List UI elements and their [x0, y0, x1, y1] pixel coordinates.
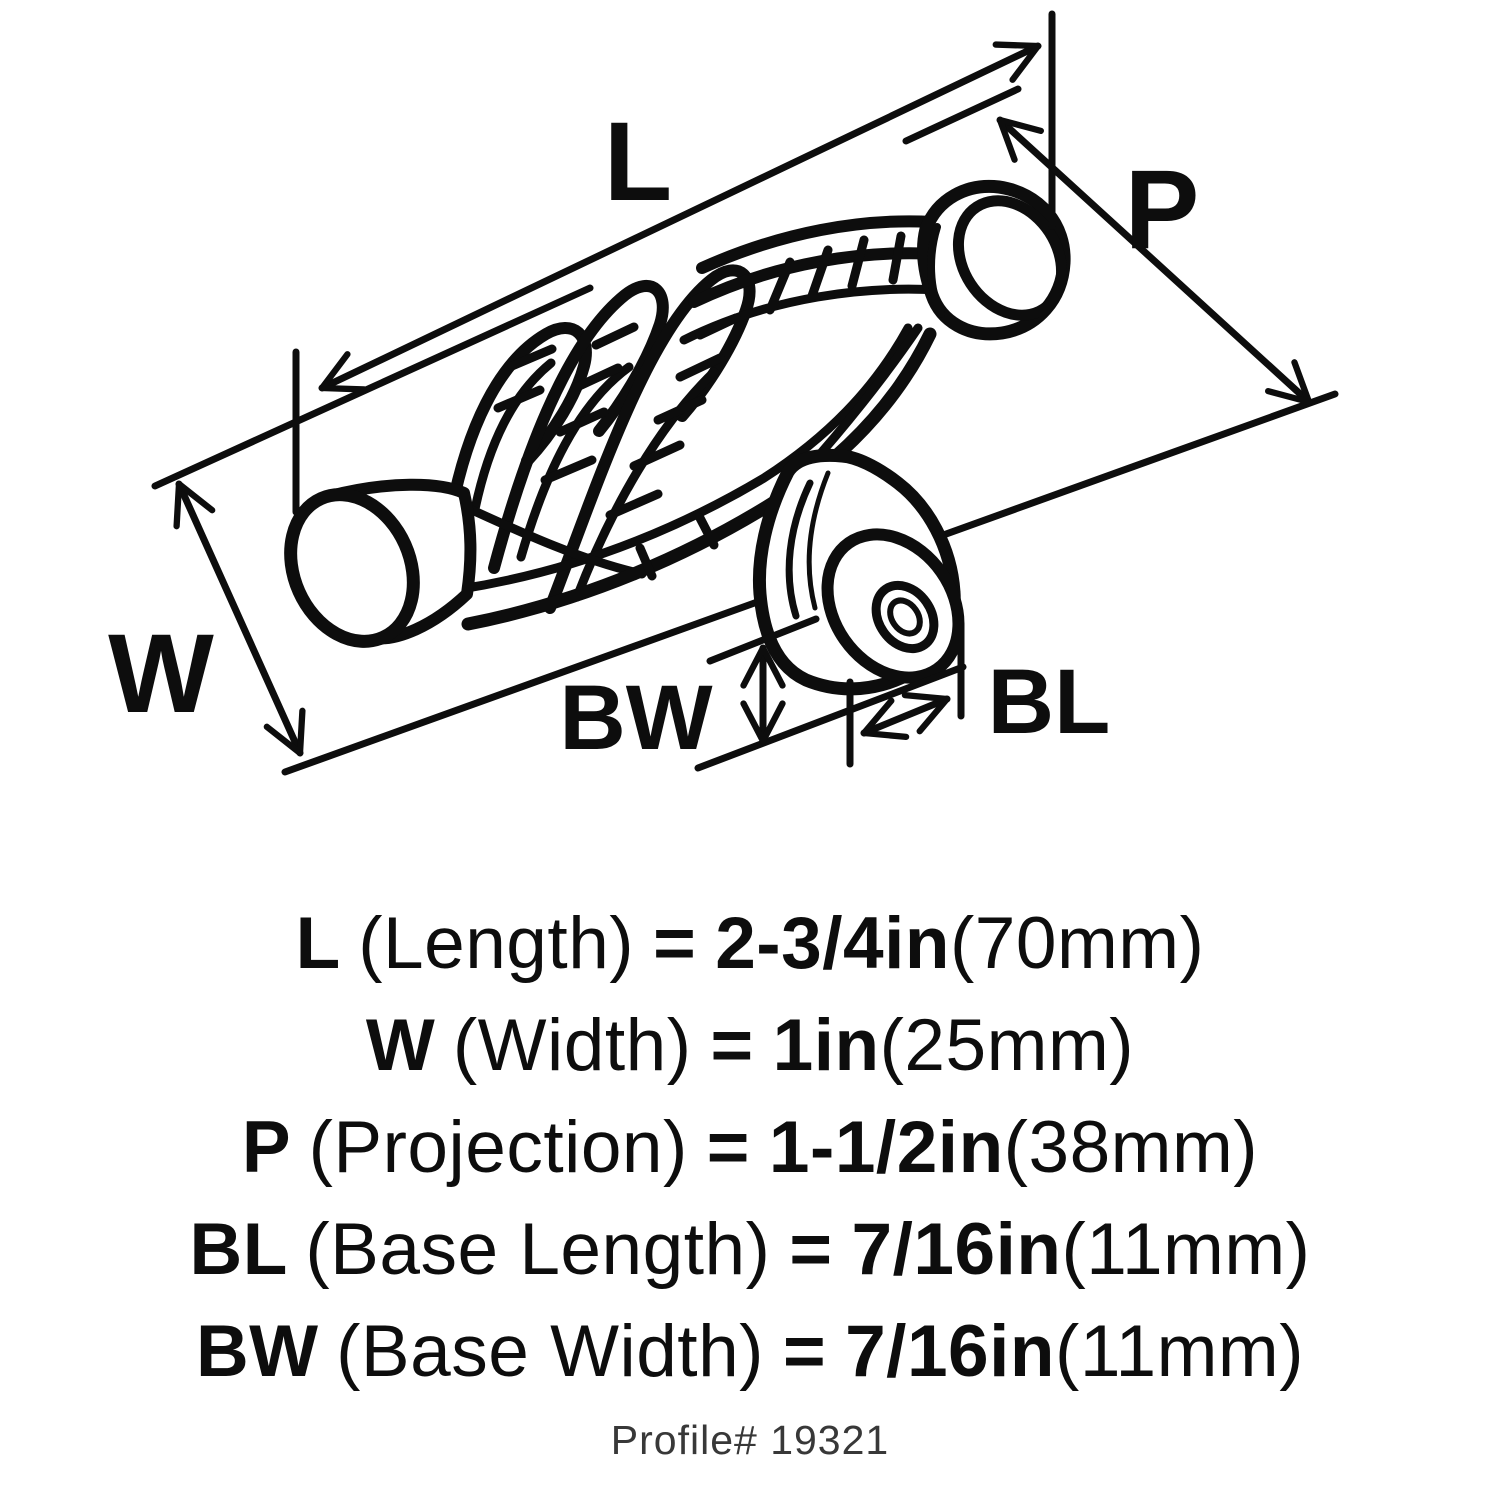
width-label: W [108, 611, 214, 736]
equals-sign: = [706, 1107, 750, 1188]
spec-value-mm: (70mm) [949, 903, 1205, 984]
spec-code: BL [189, 1209, 288, 1290]
base-width-tick-lower [694, 663, 967, 772]
base-width-tick-upper [706, 615, 820, 665]
spec-line-width: W(Width)=1in(25mm) [0, 995, 1500, 1097]
spec-code: W [365, 1005, 436, 1086]
cage-cross-wire [454, 499, 647, 579]
spec-code: L [295, 903, 341, 984]
spec-value-mm: (11mm) [1061, 1209, 1311, 1290]
rear-base-bevel-2 [806, 470, 831, 611]
spec-value-inch: 7/16in [845, 1311, 1056, 1392]
width-dimension-arrow [173, 480, 306, 757]
spec-name: (Width) [452, 1005, 692, 1086]
spec-name: (Base Width) [336, 1311, 764, 1392]
rear-mounting-base [753, 448, 965, 696]
screw-hole [871, 580, 939, 654]
top-plane-line-right [902, 85, 1022, 145]
spec-value-mm: (25mm) [879, 1005, 1135, 1086]
base-length-label: BL [988, 651, 1111, 753]
length-dimension-arrow [318, 41, 1042, 393]
spec-line-length: L(Length)=2-3/4in(70mm) [0, 893, 1500, 995]
equals-sign: = [653, 903, 697, 984]
spec-line-base-length: BL(Base Length)=7/16in(11mm) [0, 1199, 1500, 1301]
rear-base-bevel-1 [785, 479, 814, 620]
spec-code: P [241, 1107, 292, 1188]
base-width-label: BW [559, 667, 712, 769]
projection-dimension-arrow [996, 116, 1313, 406]
spec-value-inch: 1-1/2in [768, 1107, 1004, 1188]
spec-name: (Base Length) [305, 1209, 771, 1290]
front-end-cap [284, 478, 477, 648]
spec-value-inch: 7/16in [851, 1209, 1062, 1290]
cage-neck-wire [801, 323, 923, 475]
spec-value-inch: 1in [772, 1005, 880, 1086]
spec-value-mm: (38mm) [1003, 1107, 1259, 1188]
spec-text-block: L(Length)=2-3/4in(70mm) W(Width)=1in(25m… [0, 893, 1500, 1464]
profile-number: Profile# 19321 [610, 1417, 890, 1463]
spec-name: (Projection) [308, 1107, 688, 1188]
spec-value-inch: 2-3/4in [715, 903, 950, 984]
spec-line-projection: P(Projection)=1-1/2in(38mm) [0, 1097, 1500, 1199]
spec-code: BW [195, 1311, 319, 1392]
projection-label: P [1125, 147, 1200, 272]
spec-value-mm: (11mm) [1055, 1311, 1305, 1392]
equals-sign: = [789, 1209, 833, 1290]
spec-name: (Length) [358, 903, 635, 984]
equals-sign: = [710, 1005, 754, 1086]
spec-line-base-width: BW(Base Width)=7/16in(11mm) [0, 1301, 1500, 1403]
length-label: L [604, 99, 672, 224]
dimension-annotations [173, 10, 1313, 772]
base-length-dimension-arrow [860, 692, 951, 740]
equals-sign: = [782, 1311, 827, 1392]
top-end-cap [917, 179, 1071, 341]
